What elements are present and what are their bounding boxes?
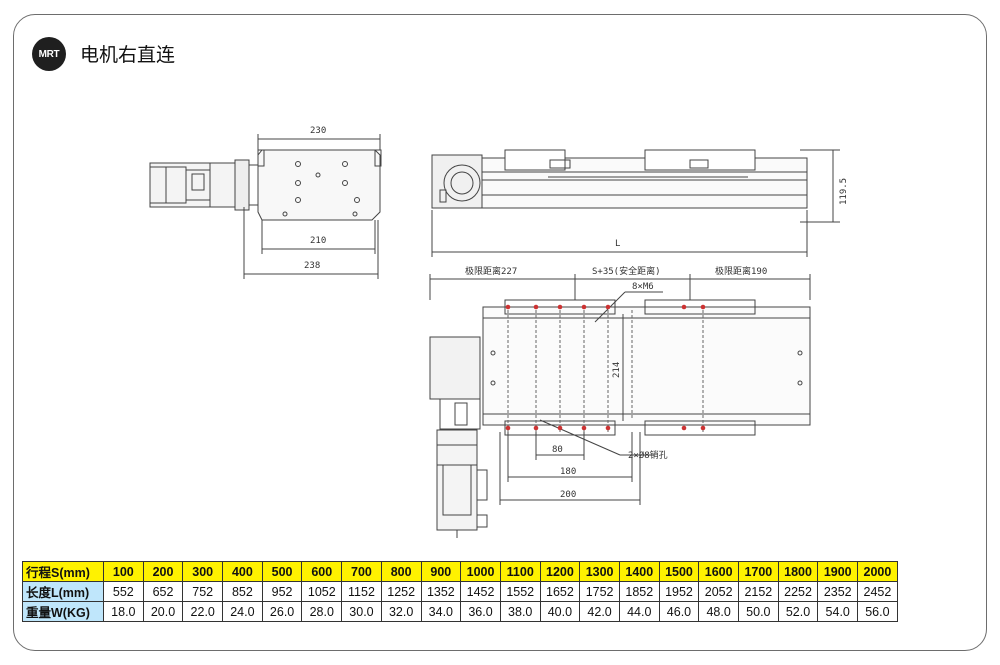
table-cell: 1552 — [499, 581, 541, 602]
label-limit-left: 极限距离227 — [465, 265, 517, 277]
table-cell: 1152 — [341, 581, 382, 602]
table-cell: 300 — [182, 561, 224, 582]
table-cell: 952 — [261, 581, 303, 602]
table-cell: 100 — [103, 561, 144, 582]
table-cell: 652 — [142, 581, 184, 602]
label-214: 214 — [612, 362, 622, 378]
table-cell: 2352 — [817, 581, 859, 602]
dim-80 — [535, 432, 585, 460]
table-cell: 34.0 — [420, 601, 462, 622]
label-safety: S+35(安全距离) — [592, 265, 661, 277]
table-cell: 48.0 — [698, 601, 739, 622]
table-cell: 752 — [182, 581, 224, 602]
table-cell: 40.0 — [539, 601, 581, 622]
table-cell: 36.0 — [460, 601, 501, 622]
table-cell: 2052 — [698, 581, 739, 602]
table-cell: 54.0 — [817, 601, 859, 622]
table-cell: 2452 — [857, 581, 898, 602]
label-limit-right: 极限距离190 — [715, 265, 767, 277]
table-cell: 1300 — [579, 561, 620, 582]
table-cell: 28.0 — [301, 601, 343, 622]
dim-238 — [243, 207, 379, 279]
table-cell: 600 — [301, 561, 343, 582]
row-label: 长度L(mm) — [22, 581, 104, 602]
plan-view — [429, 274, 811, 538]
table-cell: 24.0 — [222, 601, 263, 622]
row-label: 重量W(KG) — [22, 601, 104, 622]
label-119-5: 119.5 — [839, 178, 849, 205]
table-cell: 2252 — [777, 581, 819, 602]
dim-230 — [257, 134, 381, 150]
table-cell: 1600 — [698, 561, 739, 582]
table-cell: 22.0 — [182, 601, 224, 622]
label-80: 80 — [552, 445, 563, 455]
table-cell: 1452 — [460, 581, 501, 602]
table-cell: 1252 — [380, 581, 422, 602]
table-cell: 1352 — [420, 581, 462, 602]
pin-leader — [539, 419, 621, 456]
brand-logo: MRT — [32, 37, 66, 71]
table-cell: 900 — [420, 561, 462, 582]
table-cell: 800 — [380, 561, 422, 582]
dim-limits — [429, 274, 811, 300]
table-cell: 1852 — [618, 581, 660, 602]
table-cell: 46.0 — [658, 601, 700, 622]
table-cell: 1752 — [579, 581, 620, 602]
dim-200 — [499, 432, 641, 505]
table-cell: 852 — [222, 581, 263, 602]
table-cell: 1652 — [539, 581, 581, 602]
table-cell: 52.0 — [777, 601, 819, 622]
table-cell: 42.0 — [579, 601, 620, 622]
table-cell: 500 — [261, 561, 303, 582]
label-238: 238 — [304, 261, 320, 271]
label-180: 180 — [560, 467, 576, 477]
row-label: 行程S(mm) — [22, 561, 104, 582]
table-cell: 38.0 — [499, 601, 541, 622]
table-cell: 1100 — [499, 561, 541, 582]
table-cell: 2000 — [857, 561, 898, 582]
label-230: 230 — [310, 126, 326, 136]
table-cell: 2152 — [738, 581, 779, 602]
dim-180 — [507, 432, 633, 482]
table-cell: 1700 — [738, 561, 779, 582]
front-view — [431, 149, 840, 257]
dim-210 — [261, 220, 376, 254]
table-cell: 26.0 — [261, 601, 303, 622]
label-210: 210 — [310, 236, 326, 246]
table-cell: 30.0 — [341, 601, 382, 622]
table-cell: 1200 — [539, 561, 581, 582]
table-cell: 400 — [222, 561, 263, 582]
table-cell: 32.0 — [380, 601, 422, 622]
label-pin: 2×Ø8销孔 — [628, 449, 668, 461]
table-cell: 18.0 — [103, 601, 144, 622]
table-cell: 1952 — [658, 581, 700, 602]
table-cell: 200 — [142, 561, 184, 582]
side-view — [149, 134, 382, 279]
table-cell: 700 — [341, 561, 382, 582]
page-title: 电机右直连 — [80, 44, 176, 66]
table-cell: 20.0 — [142, 601, 184, 622]
page-frame — [13, 14, 987, 651]
table-cell: 50.0 — [738, 601, 779, 622]
table-cell: 1900 — [817, 561, 859, 582]
table-cell: 1400 — [618, 561, 660, 582]
table-cell: 1052 — [301, 581, 343, 602]
label-200: 200 — [560, 490, 576, 500]
table-cell: 1500 — [658, 561, 700, 582]
label-L: L — [615, 239, 620, 249]
table-cell: 1800 — [777, 561, 819, 582]
label-bolt: 8×M6 — [632, 282, 654, 292]
dim-L — [431, 210, 808, 257]
table-cell: 552 — [103, 581, 144, 602]
table-cell: 44.0 — [618, 601, 660, 622]
table-cell: 1000 — [460, 561, 501, 582]
table-cell: 56.0 — [857, 601, 898, 622]
